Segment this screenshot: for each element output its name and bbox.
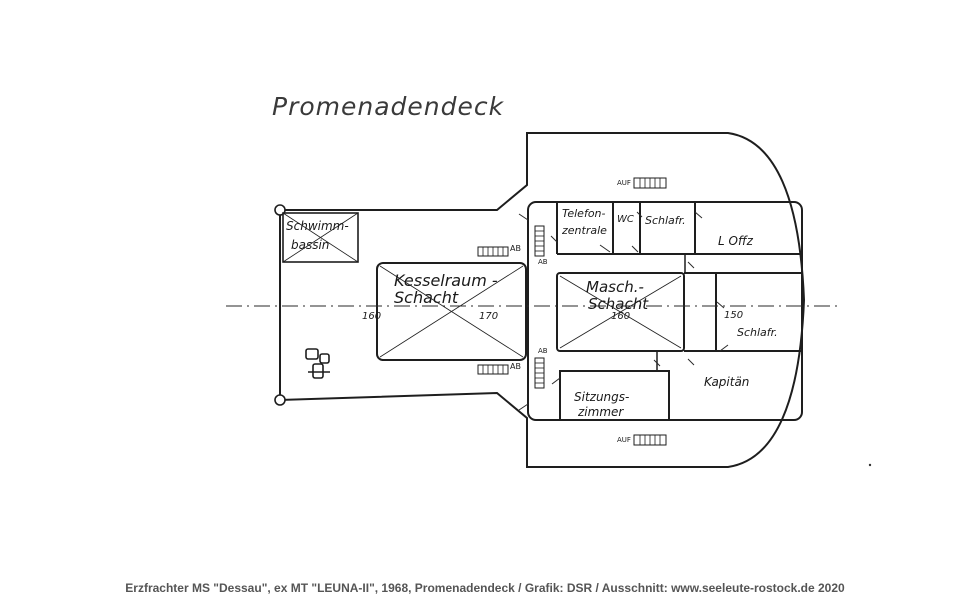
stair-aft-bottom-label: AB xyxy=(510,362,521,371)
kapitaen-label: Kapitän xyxy=(704,375,750,389)
kesselraum-schacht-outline xyxy=(376,262,527,361)
door-mark xyxy=(687,261,695,269)
stair-fwd-top-steps xyxy=(639,178,661,188)
maschinen-label-line2: Schacht xyxy=(588,295,649,313)
stair-fwd-bottom-label: AUF xyxy=(617,436,631,444)
door-mark xyxy=(518,213,529,221)
stair-fwd-bottom-steps xyxy=(639,435,661,445)
offizier-label: L Offz xyxy=(718,234,753,248)
schwimmbassin-outline xyxy=(282,212,359,263)
stair-mid-top-steps xyxy=(535,230,544,252)
maschinen-cross-b xyxy=(559,275,682,349)
door-mark xyxy=(550,235,558,243)
stair-mid-bottom-steps xyxy=(535,362,544,384)
stair-aft-top-steps xyxy=(482,247,504,256)
maschinen-label-line1: Masch.- xyxy=(586,278,644,296)
frame-number-160-aft: 160 xyxy=(362,311,382,322)
stair-fwd-top-label: AUF xyxy=(617,179,631,187)
door-mark xyxy=(599,244,611,253)
image-caption: Erzfrachter MS "Dessau", ex MT "LEUNA-II… xyxy=(125,581,845,595)
stair-aft-top-label: AB xyxy=(510,244,521,253)
maschinen-schacht-outline xyxy=(556,272,685,352)
door-mark xyxy=(653,359,661,367)
door-mark xyxy=(551,377,561,385)
stair-mid-bottom-label: AB xyxy=(538,347,548,355)
kesselraum-cross-b xyxy=(379,265,524,358)
kesselraum-label-line1: Kesselraum - xyxy=(394,271,498,290)
telefonzentrale-label-line1: Telefon- xyxy=(562,207,606,220)
schwimmbassin-cross-b xyxy=(282,212,359,263)
frame-number-170: 170 xyxy=(479,311,499,322)
sitzungszimmer-label-line1: Sitzungs- xyxy=(574,390,630,404)
schlafraum-lower-label: Schlafr. xyxy=(737,326,778,339)
schlafraum-upper-label: Schlafr. xyxy=(645,214,686,227)
door-mark xyxy=(636,211,643,218)
door-mark xyxy=(719,344,729,352)
frame-number-150: 150 xyxy=(724,310,744,321)
door-mark xyxy=(687,358,695,366)
wc-label: WC xyxy=(617,214,634,225)
stair-mid-top-label: AB xyxy=(538,258,548,266)
davit-point-lower xyxy=(274,394,286,406)
bollard-icon xyxy=(305,348,330,379)
frame-number-160-mid: 160 xyxy=(611,311,631,322)
page-title: Promenadendeck xyxy=(272,92,505,121)
stair-aft-bottom-steps xyxy=(482,365,504,374)
kesselraum-label-line2: Schacht xyxy=(394,288,459,307)
deck-outline xyxy=(279,132,806,468)
schwimmbassin-label-line1: Schwimm- xyxy=(286,219,349,233)
door-mark xyxy=(631,245,639,253)
sitzungszimmer-label-line2: zimmer xyxy=(578,405,624,419)
schwimmbassin-label-line2: bassin xyxy=(291,238,330,252)
door-mark xyxy=(716,301,725,309)
door-mark xyxy=(694,211,703,219)
telefonzentrale-label-line2: zentrale xyxy=(562,224,607,237)
marker-dot xyxy=(868,463,872,467)
door-mark xyxy=(518,403,529,411)
